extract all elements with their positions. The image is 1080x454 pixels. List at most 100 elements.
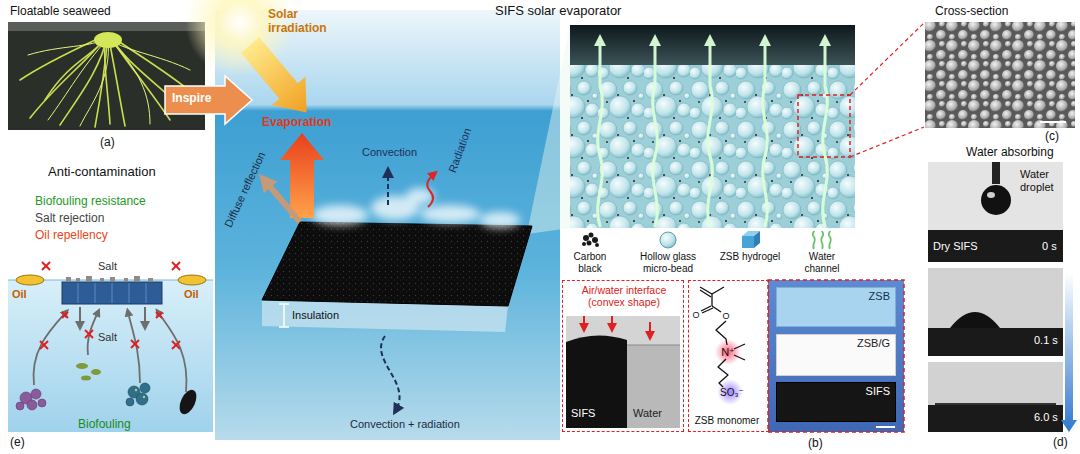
seaweed-photo [94,32,122,48]
sea-scene [480,212,520,228]
anti-contamination-scene [16,275,44,285]
anti-contamination-scene [176,387,200,416]
legend-icons [582,231,831,249]
sea-scene [312,205,368,225]
anti-contamination-scene [172,262,180,270]
anti-contamination-scene [136,393,148,405]
anti-contamination-scene [143,396,145,398]
time-label: 0 s [1042,240,1057,253]
anti-contamination-scene [144,307,146,326]
legend-text: Carbon black [564,251,616,274]
anti-contamination-scene [86,276,92,282]
legend-icons [660,232,676,248]
convection-arrow [387,172,389,205]
anti-contamination-scene [156,312,162,318]
sea-scene [262,222,532,306]
magnified-structure [570,23,924,228]
anti-contamination-scene [79,307,81,326]
anti-contamination-scene [76,363,88,369]
anti-contamination-scene [62,312,68,318]
legend-icons [582,242,586,246]
sample-photo [876,426,895,428]
sample-label: ZSB [869,290,890,303]
interface-photo [566,335,627,428]
seaweed-photo [105,36,110,124]
insulation-bracket [279,303,289,305]
zsb-structure [734,344,745,349]
sem-image [925,22,1075,128]
sample-film: SIFS [776,382,896,422]
anti-contamination-scene [124,278,128,282]
zsb-structure [700,287,745,387]
anti-contamination-scene [134,276,140,282]
process-label: Insulation [292,309,339,322]
sea-scene [312,188,520,228]
droplet-photos [928,405,1063,432]
anti-contamination-scene [100,278,104,282]
anti-contamination-scene [8,280,213,432]
interface-photo [611,316,613,328]
solar-arrow [233,31,323,127]
panel-letter: (a) [100,136,115,150]
atom-label: O [692,310,699,320]
atom-label: O [722,311,729,321]
droplet-photos [1061,272,1077,432]
anti-contamination-scene [95,283,96,303]
reflection-arrow [266,182,300,222]
interface-photo [584,316,650,336]
atom-label: N⁺ [721,346,735,359]
sample-label: ZSB/G [857,337,890,350]
photo-label: Water droplet [1020,168,1062,193]
droplet-photos [928,162,1077,432]
photo-label: Water [633,407,662,420]
zsb-structure [700,287,745,405]
anti-contamination-scene [172,262,180,270]
zsb-structure [700,290,711,297]
inspire-arrow [165,76,252,124]
legend-icons [742,231,760,248]
inset-heading: Air/water interface (convex shape) [567,284,681,308]
magnified-structure [598,40,828,226]
interface-photo [566,316,680,428]
sea-scene [165,0,570,440]
seaweed-photo [80,38,108,126]
loss-arrow [381,336,400,410]
interface-photo [566,316,680,428]
legend-icons [821,231,823,249]
anti-contamination-scene [131,340,139,348]
legend-icons [589,233,594,238]
zsb-structure [717,379,743,405]
zsb-structure [734,355,745,360]
species-label: Oil [184,288,199,301]
magnified-structure [850,23,924,95]
legend-icons [595,243,599,247]
anti-contamination-scene [158,312,187,392]
photo-label: SIFS [571,407,595,420]
arrow-label: Inspire [172,92,211,106]
time-label: 6.0 s [1034,411,1058,424]
panel-title: Floatable seaweed [10,5,111,19]
insulation-bracket [283,304,285,327]
panel-letter: (b) [808,437,823,451]
interface-photo [626,345,680,428]
sea-scene [470,25,570,242]
legend-icons [813,231,815,249]
anti-contamination-scene [16,389,46,410]
anti-contamination-scene [62,312,68,318]
magnified-structure [598,40,603,226]
sem-image [1040,121,1066,123]
photo-label: Dry SIFS [933,240,978,253]
process-label: Convection [362,146,417,159]
anti-contamination-scene [40,341,48,349]
anti-contamination-scene [27,400,37,410]
anti-contamination-scene [126,383,150,406]
sample-film: ZSB [776,287,896,327]
atom-label: SO₃⁻ [720,387,744,399]
magnified-structure [763,40,768,226]
zsb-structure [712,287,724,294]
sea-scene [420,205,480,223]
anti-contamination-scene [172,341,180,349]
anti-contamination-scene [40,262,180,349]
seaweed-photo [108,38,150,124]
